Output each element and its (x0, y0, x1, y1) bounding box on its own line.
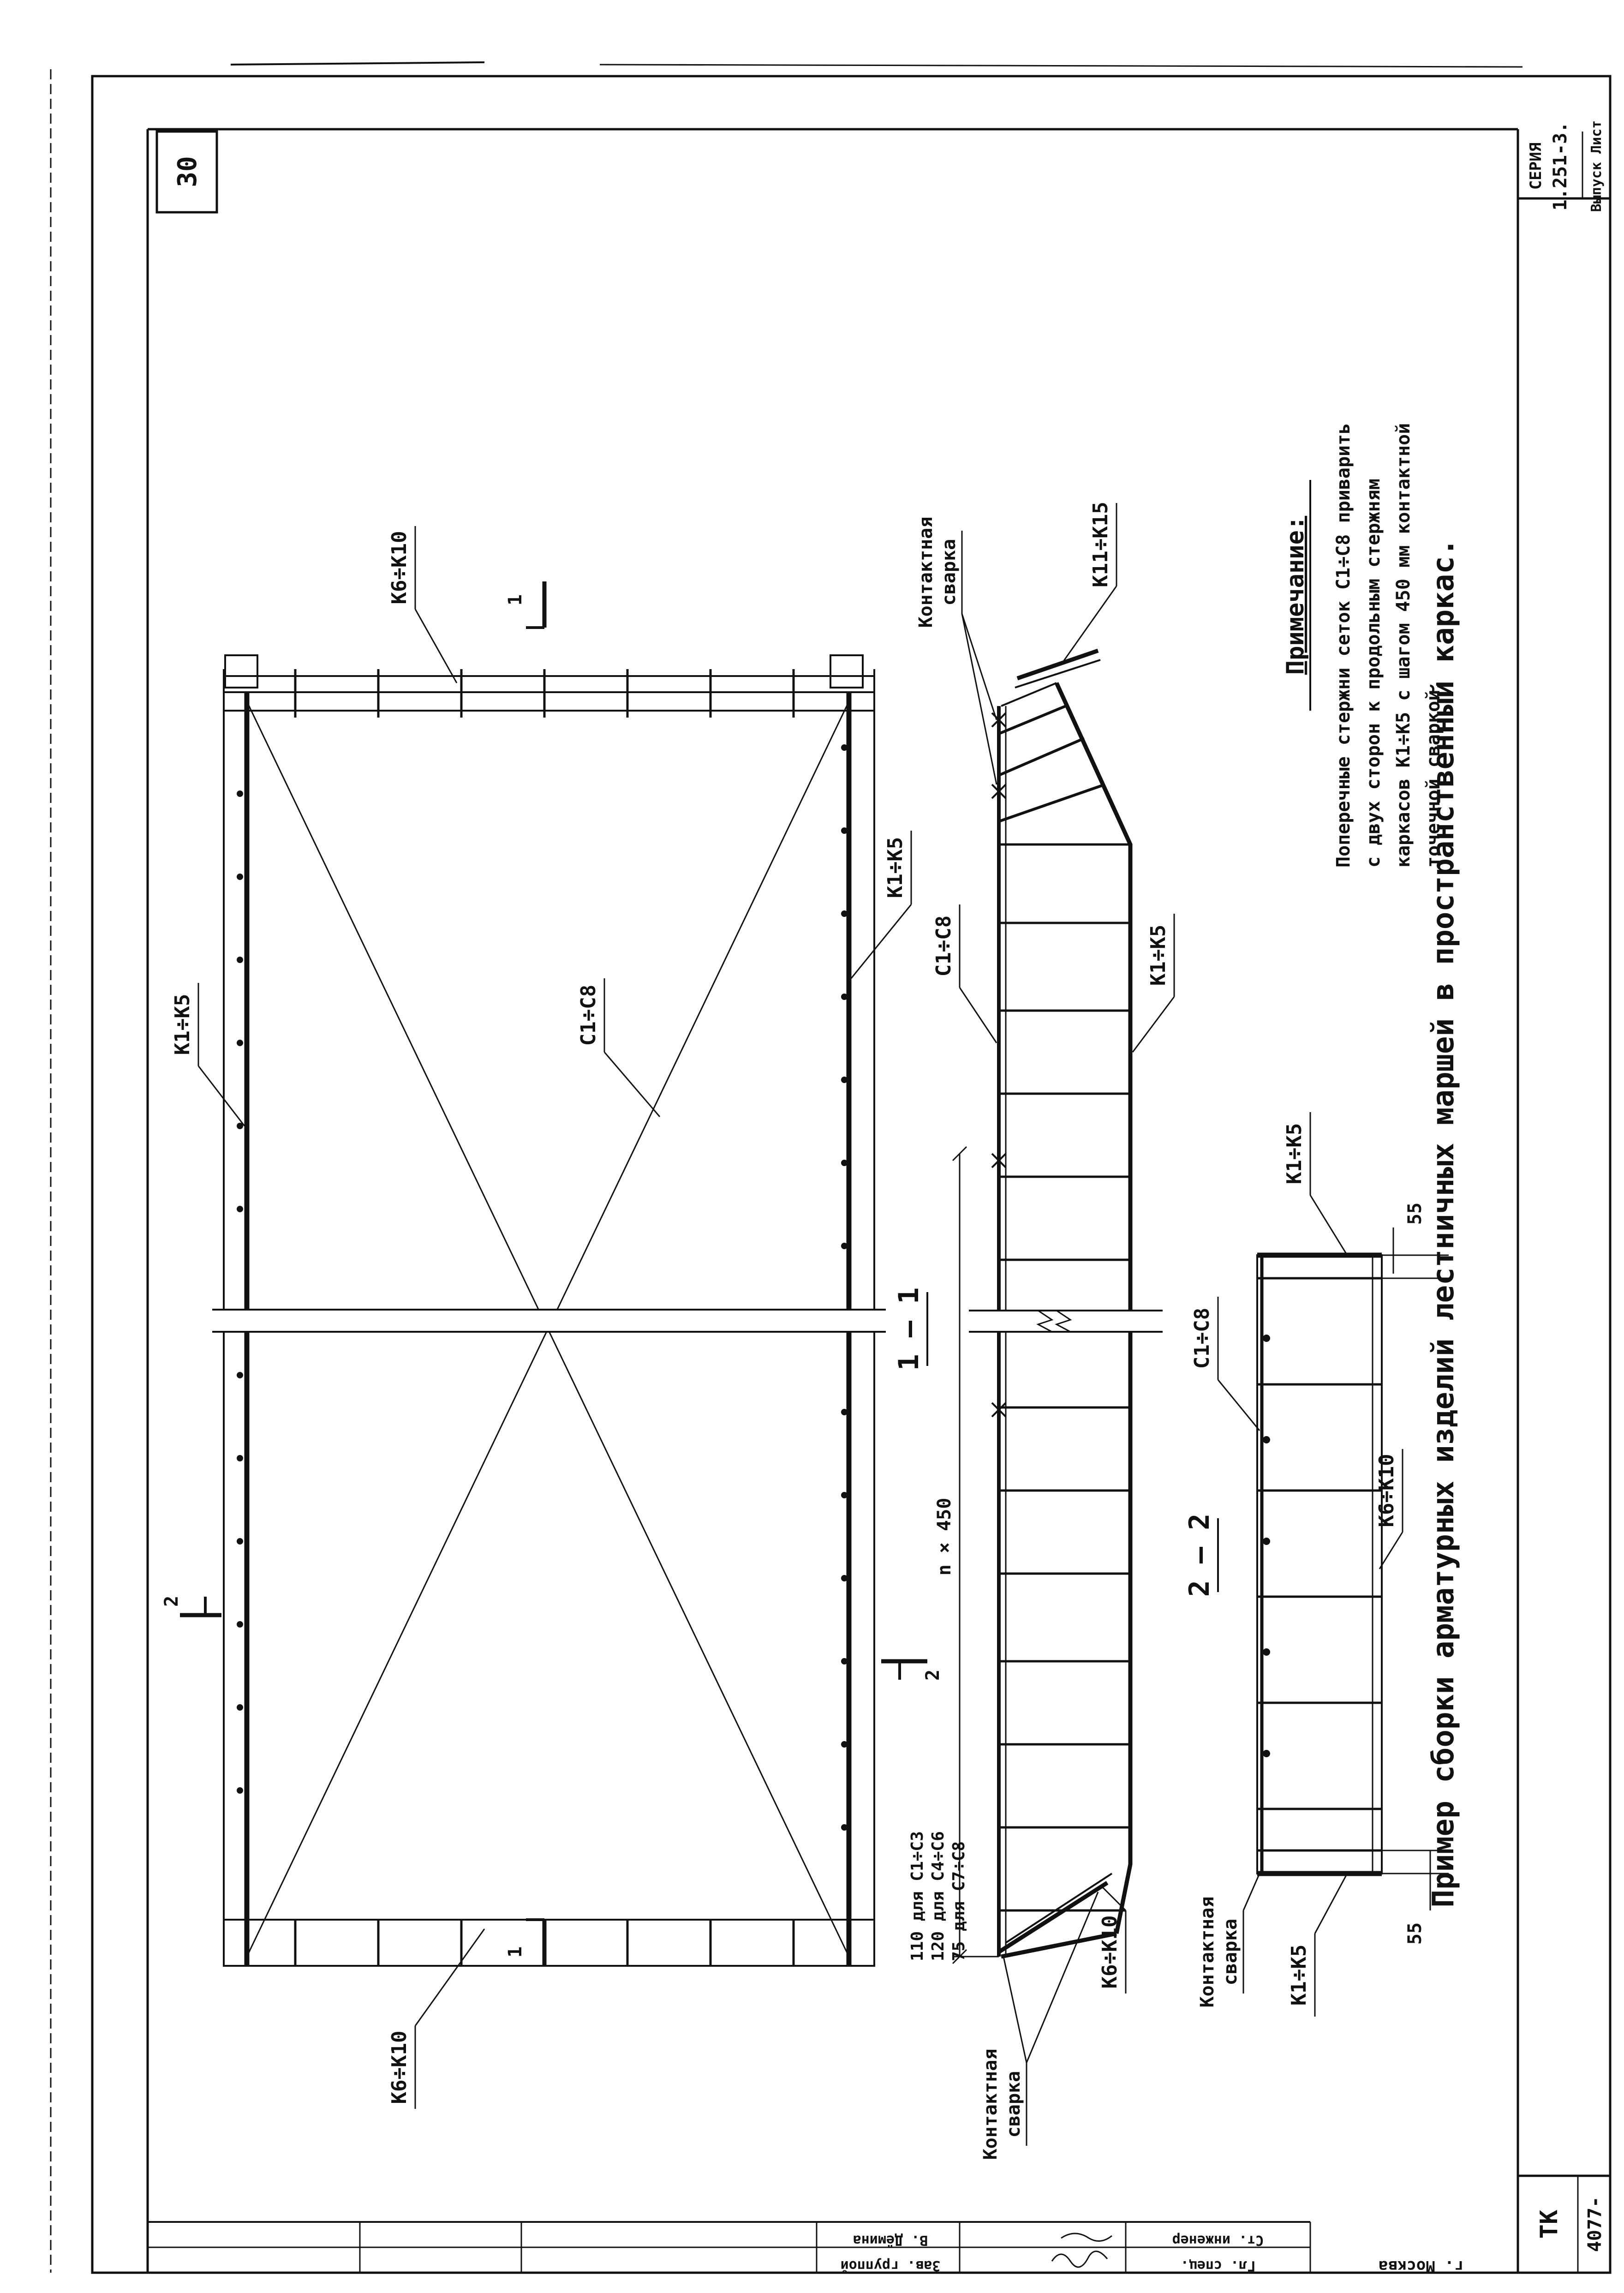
section-mark-1-top: 1 (505, 581, 547, 629)
section-1-1-dim-1: 110 для С1÷С3 (908, 1831, 927, 1961)
plan-view: К1÷К5 С1÷С8 К1÷К5 К6÷К10 К6÷К10 1 1 2 (161, 526, 943, 2109)
note-line-1: Поперечные стержни сеток С1÷С8 приварить (1333, 423, 1354, 868)
section-1-1-k11-k15: К11÷К15 (1089, 502, 1112, 587)
section-2-2-k1-k5-bottom: К1÷К5 (1287, 1945, 1311, 2006)
issue-sheet-label: Выпуск Лист (1588, 120, 1605, 212)
section-1-1-title: 1 – 1 (893, 1287, 925, 1371)
plan-label-k1-k5-right: К1÷К5 (884, 837, 907, 898)
section-2-2-k6-k10: К6÷К10 (1375, 1454, 1398, 1527)
plan-label-c1-c8: С1÷С8 (577, 985, 600, 1046)
section-mark-2-right-label: 2 (922, 1670, 943, 1681)
series-label: СЕРИЯ (1527, 143, 1545, 190)
section-mark-2-left: 2 (161, 1596, 221, 1617)
section-1-1-dim-2: 120 для С4÷С6 (929, 1831, 948, 1961)
plan-label-k6-k10-top: К6÷К10 (388, 531, 411, 605)
tk-box: ТК 4077- (1518, 2174, 1610, 2273)
note-line-4: точечной сваркой. (1423, 679, 1444, 868)
sheet-border (50, 61, 1612, 2274)
series-box: СЕРИЯ 1.251-3. Выпуск Лист (1518, 120, 1610, 212)
section-1-1-weld-top-2: сварка (938, 539, 960, 606)
section-2-2-weld-1: Контактная (1197, 1897, 1218, 2008)
section-1-1-pitch: n × 450 (934, 1498, 955, 1576)
section-1-1-bottom-chord (1054, 682, 1133, 1934)
page-number: 30 (173, 156, 203, 187)
plan-label-k1-k5-left: К1÷К5 (171, 994, 194, 1055)
stamp-block: Гл. спец. Ст. инженер Зав. группой В. Дё… (148, 2221, 1463, 2275)
stamp-row-2: Ст. инженер (1172, 2232, 1264, 2248)
section-2-2-title: 2 – 2 (1183, 1514, 1216, 1597)
tk-label: ТК (1535, 2209, 1563, 2239)
section-2-2: 2 – 2 55 55 (1183, 1112, 1449, 2017)
section-1-1: 1 – 1 (893, 502, 1175, 2160)
section-1-1-weld-bottom-2: сварка (1003, 2071, 1024, 2138)
stamp-row-1: Гл. спец. (1181, 2257, 1256, 2274)
section-1-1-weld-bottom-1: Контактная (980, 2049, 1001, 2160)
section-1-1-k1-k5: К1÷К5 (1146, 925, 1170, 986)
stamp-row-4: В. Дёмина (853, 2232, 928, 2248)
signature (1051, 2233, 1112, 2268)
drawing-title: Пример сборки арматурных изделий лестнич… (1427, 539, 1461, 1908)
city-label: г. Москва (1379, 2257, 1463, 2275)
plan-label-k6-k10-bottom: К6÷К10 (388, 2031, 411, 2104)
section-mark-1-top-label: 1 (505, 594, 526, 605)
note-line-2: с двух сторон к продольным стержням (1363, 479, 1384, 868)
tk-number: 4077- (1584, 2197, 1606, 2252)
stamp-row-3: Зав. группой (841, 2257, 941, 2274)
section-mark-2-right: 2 (881, 1659, 943, 1681)
section-1-1-c1-c8: С1÷С8 (932, 916, 955, 976)
section-2-2-dim-bottom: 55 (1404, 1922, 1426, 1945)
section-2-2-dim-top: 55 (1404, 1203, 1426, 1225)
section-1-1-weld-top-1: Контактная (915, 517, 937, 628)
note-heading: Примечание: (1282, 516, 1309, 675)
section-mark-1-bottom-label: 1 (505, 1946, 526, 1958)
series-value: 1.251-3. (1550, 122, 1571, 211)
section-mark-1-bottom: 1 (505, 1918, 547, 1966)
note-block: Примечание: Поперечные стержни сеток С1÷… (1282, 423, 1444, 868)
section-2-2-k1-k5-top: К1÷К5 (1283, 1123, 1306, 1184)
note-line-3: каркасов К1÷К5 с шагом 450 мм контактной (1393, 423, 1414, 868)
section-mark-2-left-label: 2 (161, 1596, 182, 1607)
section-1-1-k6-k10: К6÷К10 (1098, 1916, 1122, 1989)
section-2-2-weld-2: сварка (1220, 1919, 1241, 1986)
page-number-box: 30 (155, 130, 218, 214)
section-2-2-c1-c8: С1÷С8 (1190, 1308, 1214, 1369)
section-1-1-dim-3: 75 для С7÷С8 (949, 1841, 968, 1961)
